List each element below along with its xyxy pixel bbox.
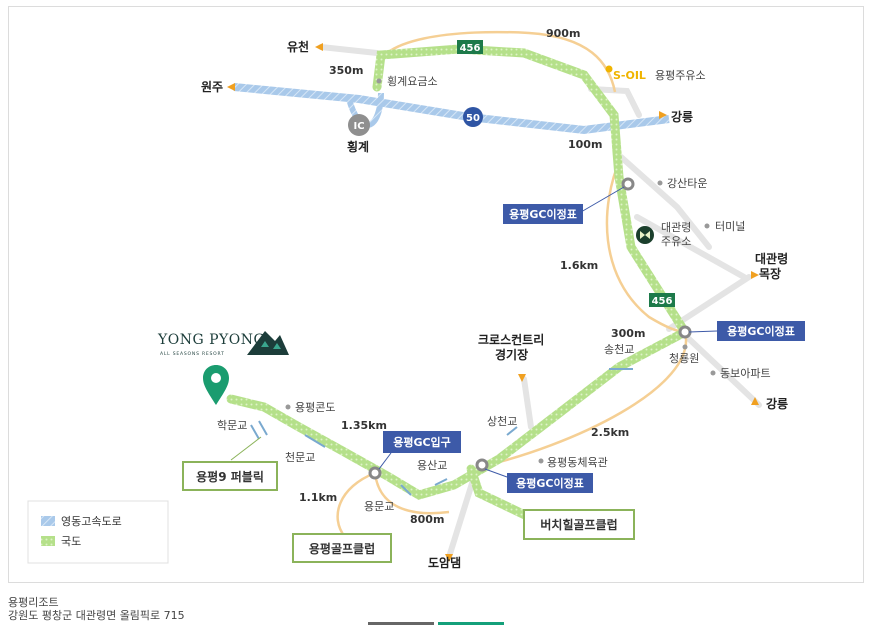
distance-350m: 350m — [329, 64, 363, 77]
legend-expressway-swatch — [41, 516, 55, 526]
ic-marker: IC — [348, 114, 370, 136]
gas-station-marker — [636, 226, 654, 244]
label-yongpyeong-gym: 용평동체육관 — [547, 456, 608, 469]
interchange-rings — [368, 177, 692, 480]
box-gc-interchange-2: 용평GC이정표 — [688, 321, 805, 341]
logo-subtext: ALL SEASONS RESORT — [160, 351, 225, 357]
ic-label: IC — [353, 121, 364, 132]
route-456-mid-label: 456 — [652, 296, 673, 307]
box-yongpyeong-golf-club-label: 용평골프클럽 — [309, 541, 375, 556]
location-map: 456 456 50 IC — [27, 27, 805, 570]
route-50-label: 50 — [466, 113, 480, 124]
route-456-mid-sign: 456 — [649, 293, 675, 307]
label-cheonmungyo: 천문교 — [285, 450, 315, 464]
label-hoenggye: 횡계 — [347, 139, 369, 154]
label-daegwallyeong-station-1: 대관령 — [661, 221, 691, 234]
distance-300m: 300m — [611, 327, 645, 340]
distance-900m: 900m — [546, 27, 580, 40]
box-yongpyeong9-public-label: 용평9 퍼블릭 — [196, 469, 264, 484]
route-50-sign: 50 — [463, 107, 483, 127]
box-yongpyeong-golf-club: 용평골프클럽 — [292, 533, 392, 563]
arrow-domam-dam — [445, 554, 453, 562]
logo-text: YONG PYONG — [157, 332, 265, 348]
box-yongpyeong9-public: 용평9 퍼블릭 — [182, 436, 278, 491]
box-gc-interchange-1-label: 용평GC이정표 — [509, 207, 577, 221]
label-songcheongyo: 송천교 — [604, 342, 634, 356]
soil-station-label: 용평주유소 — [655, 69, 706, 82]
label-daegwallyeong-station-2: 주유소 — [661, 235, 691, 248]
footer-resort-name: 용평리조트 — [8, 596, 59, 609]
arrow-gangneung-top — [659, 111, 667, 119]
soil-brand-text: S-OIL — [613, 69, 646, 82]
direction-arrows — [227, 43, 759, 562]
label-yongmungyo: 용문교 — [364, 500, 394, 513]
label-yongsangyo: 용산교 — [417, 459, 447, 472]
box-gc-interchange-1: 용평GC이정표 — [503, 186, 625, 224]
box-gc-interchange-3: 용평GC이정표 — [484, 468, 593, 493]
box-birch-hill-golf-club: 버치힐골프클럽 — [523, 509, 635, 540]
label-gangneung-top: 강릉 — [671, 109, 693, 124]
label-gangneung-bottom: 강릉 — [766, 396, 788, 411]
label-yongpyeong-condo: 용평콘도 — [295, 401, 335, 414]
box-gc-interchange-3-label: 용평GC이정표 — [516, 476, 584, 490]
box-gc-entrance-label: 용평GC입구 — [393, 435, 451, 449]
legend-national-road-label: 국도 — [61, 535, 81, 548]
arrow-yucheon — [315, 43, 323, 51]
resort-logo: YONG PYONG ALL SEASONS RESORT — [157, 331, 289, 357]
label-daegwallyeong-ranch-2: 목장 — [759, 267, 781, 281]
label-yucheon: 유천 — [287, 39, 309, 54]
distance-100m: 100m — [568, 138, 602, 151]
label-cheongnyuwon: 청룡원 — [669, 352, 699, 365]
poi-dots — [285, 78, 716, 464]
label-terminal: 터미널 — [715, 220, 745, 233]
distance-800m: 800m — [410, 513, 444, 526]
label-crosscountry-1: 크로스컨트리 — [478, 332, 544, 347]
national-roads — [226, 44, 690, 522]
label-domam-dam: 도암댐 — [428, 555, 461, 570]
carousel-indicator — [368, 622, 504, 625]
map-frame: 456 456 50 IC — [8, 6, 864, 583]
arrow-daegwallyeong-ranch — [751, 271, 759, 279]
route-456-top-sign: 456 — [457, 40, 483, 54]
arrow-wonju — [227, 83, 235, 91]
label-dongbo-apt: 동보아파트 — [720, 367, 771, 380]
location-pin-icon — [203, 365, 229, 405]
route-456-top-label: 456 — [460, 43, 481, 54]
legend-expressway-label: 영동고속도로 — [61, 515, 122, 528]
distance-2-5km: 2.5km — [591, 426, 629, 439]
box-gc-interchange-2-label: 용평GC이정표 — [727, 324, 795, 338]
box-gc-entrance: 용평GC입구 — [378, 431, 461, 470]
bridges — [250, 368, 633, 496]
carousel-indicator-bar-1[interactable] — [368, 622, 434, 625]
label-daegwallyeong-ranch-1: 대관령 — [755, 251, 788, 266]
distance-1-1km: 1.1km — [299, 491, 337, 504]
label-sangcheongyo: 상천교 — [487, 414, 517, 428]
box-birch-hill-golf-club-label: 버치힐골프클럽 — [540, 517, 617, 532]
arrow-crosscountry — [518, 374, 526, 382]
arrow-gangneung-bottom — [751, 397, 759, 405]
soil-station: S-OIL 용평주유소 — [605, 65, 706, 82]
map-legend: 영동고속도로 국도 — [27, 500, 169, 564]
label-hoenggye-tollgate: 횡계요금소 — [387, 75, 438, 88]
legend-national-road-swatch — [41, 536, 55, 546]
label-crosscountry-2: 경기장 — [495, 347, 528, 362]
carousel-indicator-bar-2[interactable] — [438, 622, 504, 625]
distance-1-6km: 1.6km — [560, 259, 598, 272]
label-gangsan-town: 강산타운 — [667, 177, 707, 190]
distance-1-35km: 1.35km — [341, 419, 387, 432]
label-wonju: 원주 — [201, 80, 223, 94]
label-hakmungyo: 학문교 — [217, 419, 247, 432]
footer-address: 강원도 평창군 대관령면 올림픽로 715 — [8, 609, 185, 622]
